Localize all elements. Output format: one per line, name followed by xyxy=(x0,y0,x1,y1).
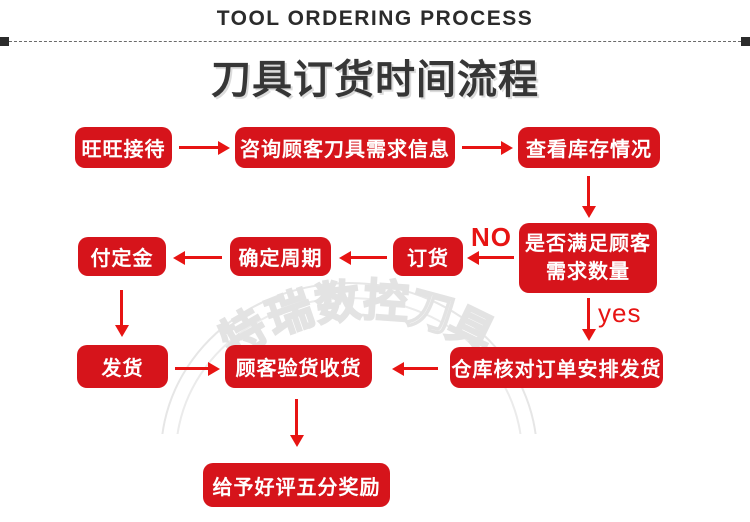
arrow-decision-to-warehouse-yes xyxy=(587,298,590,330)
label-no: NO xyxy=(471,222,512,252)
arrow-reception-to-consult xyxy=(179,146,219,149)
node-consult-customer-needs: 咨询顾客刀具需求信息 xyxy=(235,127,455,168)
node-label: 订货 xyxy=(407,248,449,270)
node-wangwang-reception: 旺旺接待 xyxy=(75,127,172,168)
node-label: 仓库核对订单安排发货 xyxy=(451,359,662,381)
node-pay-deposit: 付定金 xyxy=(78,237,166,276)
node-label: 查看库存情况 xyxy=(526,139,652,161)
top-title: TOOL ORDERING PROCESS xyxy=(216,7,534,30)
arrow-ship-to-inspect xyxy=(175,367,209,370)
arrow-order-to-cycle xyxy=(350,256,387,259)
page-title: 刀具订货时间流程 xyxy=(211,58,539,102)
node-label: 发货 xyxy=(101,358,144,380)
node-label: 付定金 xyxy=(90,248,154,270)
divider-end-square-left xyxy=(0,37,9,46)
decision-line-1: 是否满足顾客 xyxy=(525,233,651,255)
node-five-star-reward: 给予好评五分奖励 xyxy=(203,463,390,507)
arrow-decision-to-order-no xyxy=(478,256,514,259)
decision-line-2: 需求数量 xyxy=(546,261,630,283)
node-place-order: 订货 xyxy=(393,237,463,276)
arrow-warehouse-to-inspect xyxy=(403,367,438,370)
watermark-char: 数 xyxy=(311,273,365,332)
node-label: 旺旺接待 xyxy=(81,139,166,161)
arrow-deposit-to-ship xyxy=(120,290,123,326)
arrow-consult-to-inventory xyxy=(462,146,502,149)
node-customer-inspect-receive: 顾客验货收货 xyxy=(225,345,372,388)
arrow-cycle-to-deposit xyxy=(184,256,222,259)
node-label: 是否满足顾客 需求数量 xyxy=(525,230,651,286)
node-warehouse-verify-ship: 仓库核对订单安排发货 xyxy=(450,347,663,388)
node-label: 咨询顾客刀具需求信息 xyxy=(240,139,450,161)
label-yes: yes xyxy=(598,298,642,328)
node-label: 确定周期 xyxy=(238,248,323,270)
arrow-inspect-to-reward xyxy=(295,399,298,436)
node-check-inventory: 查看库存情况 xyxy=(518,127,660,168)
node-label: 顾客验货收货 xyxy=(235,358,362,380)
node-label: 给予好评五分奖励 xyxy=(212,476,381,499)
divider-dashed-line xyxy=(9,41,741,42)
node-decision-meet-quantity: 是否满足顾客 需求数量 xyxy=(519,223,657,293)
arrow-inventory-to-decision xyxy=(587,176,590,207)
node-confirm-cycle: 确定周期 xyxy=(230,237,331,276)
node-ship-goods: 发货 xyxy=(77,345,168,388)
divider-end-square-right xyxy=(741,37,750,46)
